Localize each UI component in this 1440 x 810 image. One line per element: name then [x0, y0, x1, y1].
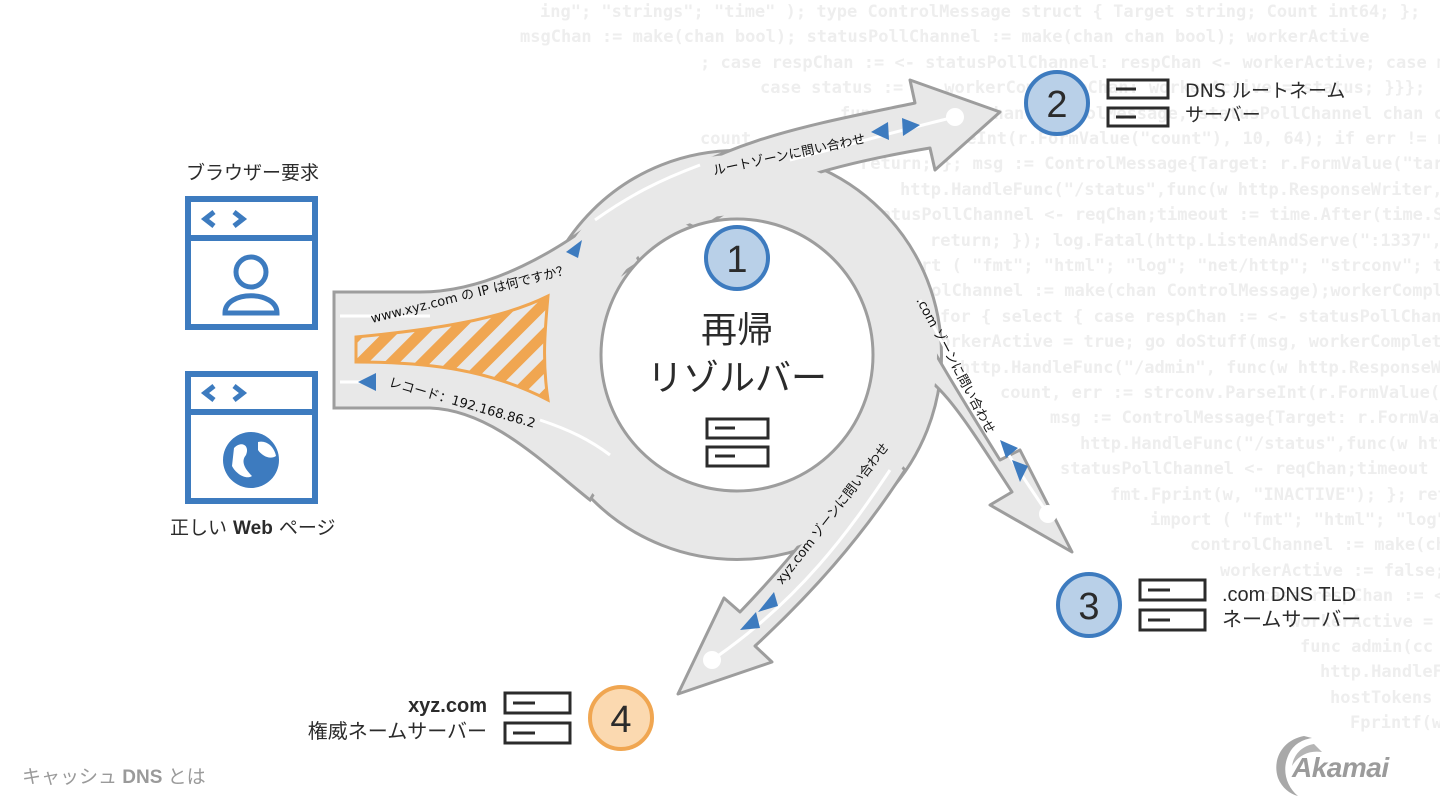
caption-dns: DNS: [122, 767, 163, 788]
correct-page-web: Web: [233, 518, 273, 539]
server-icon: [1106, 78, 1170, 128]
correct-page-suffix: ページ: [272, 517, 336, 539]
arrow-left-icon: [871, 122, 889, 140]
arrow-left-icon: [358, 373, 376, 391]
resolver-hub: [599, 217, 875, 493]
akamai-logo-icon: [1276, 736, 1322, 796]
node-4-subtitle: 権威ネームサーバー: [307, 719, 487, 743]
server-icon: [1138, 578, 1207, 632]
road-network: [332, 78, 1074, 696]
web-page-window-icon: [185, 371, 318, 504]
arrow-down-left-icon: [758, 592, 778, 612]
akamai-logo-text: Akamai: [1292, 752, 1389, 783]
node-2-title: DNS ルートネーム: [1185, 80, 1346, 102]
road-endpoint-authoritative: [703, 651, 721, 669]
node-1-number: 1: [726, 239, 747, 281]
node-3-badge: [1056, 572, 1122, 638]
node-2-number: 2: [1046, 84, 1067, 126]
arrow-down-left-icon: [740, 612, 760, 630]
hatched-wedge: [354, 293, 550, 403]
globe-icon: [223, 432, 279, 488]
browser-request-label: ブラウザー要求: [186, 162, 320, 184]
arrow-up-icon: [566, 240, 582, 258]
node-1-badge: [704, 225, 770, 291]
server-icon: [503, 691, 572, 745]
road-endpoint-tld: [1039, 505, 1057, 523]
node-2-subtitle: サーバー: [1185, 104, 1261, 126]
correct-web-page-label: 正しい Web ページ: [170, 513, 335, 540]
user-icon: [233, 254, 269, 290]
browser-request-window-icon: [185, 196, 318, 330]
node-4-badge: [588, 685, 654, 751]
correct-page-prefix: 正しい: [170, 517, 234, 539]
arrow-down-right-icon: [1000, 440, 1018, 458]
arrow-down-right-icon: [1012, 460, 1028, 482]
arrow-right-icon: [902, 118, 920, 136]
caption-prefix: キャッシュ: [22, 767, 123, 788]
node-4-number: 4: [610, 699, 631, 741]
node-3-number: 3: [1078, 586, 1099, 628]
resolver-title-line1: 再帰: [701, 310, 773, 351]
caption-suffix: とは: [162, 767, 206, 788]
direction-arrows: [358, 118, 1028, 630]
road-endpoint-root: [946, 108, 964, 126]
node-2-label: DNS ルートネーム サーバー: [1185, 79, 1345, 127]
node-3-label: .com DNS TLD ネームサーバー: [1222, 583, 1361, 631]
node-4-title: xyz.com: [408, 695, 487, 717]
node-4-label: xyz.com 権威ネームサーバー: [308, 694, 487, 744]
node-3-title: .com DNS TLD: [1222, 584, 1357, 606]
node-3-subtitle: ネームサーバー: [1222, 607, 1362, 631]
resolver-title-line2: リゾルバー: [647, 358, 827, 399]
node-2-badge: [1024, 70, 1090, 136]
server-icon: [705, 417, 770, 468]
page-caption: キャッシュ DNS とは: [22, 762, 206, 789]
